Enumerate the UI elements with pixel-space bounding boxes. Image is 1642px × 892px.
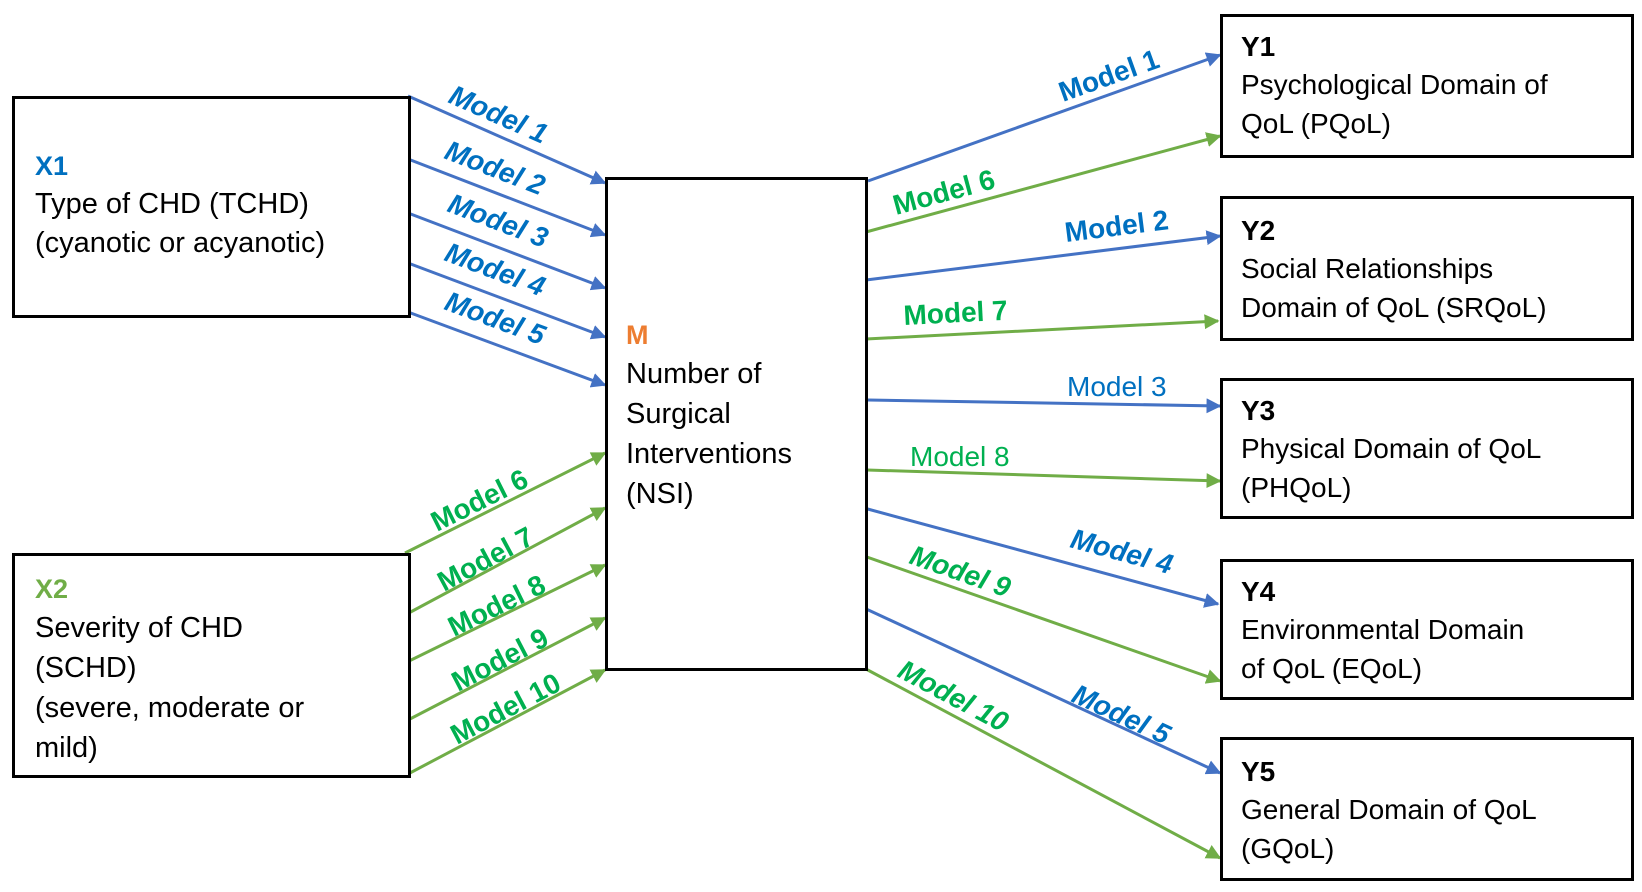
- edge-arrow-m-y4-9: [863, 554, 1222, 684]
- edge-arrow-m-y1-6: [865, 132, 1222, 234]
- edge-arrow-x2-m-9: [407, 616, 607, 722]
- edge-label-m-y2-7: Model 7: [903, 295, 1009, 331]
- node-y2-code: Y2: [1241, 215, 1276, 246]
- node-y4-label: Environmental Domain of QoL (EQoL): [1241, 614, 1525, 684]
- edge-arrow-m-y1-1: [867, 52, 1222, 183]
- edge-label-m-y3-3: Model 3: [1067, 371, 1167, 402]
- node-y4-code: Y4: [1241, 576, 1276, 607]
- node-x1-type-of-chd: X1 Type of CHD (TCHD) (cyanotic or acyan…: [12, 96, 411, 318]
- edge-arrow-x1-m-2: [407, 157, 607, 238]
- edge-arrow-m-y5-5: [863, 606, 1222, 775]
- node-y5-general-domain: Y5 General Domain of QoL (GQoL): [1220, 737, 1634, 881]
- node-y4-environmental-domain: Y4 Environmental Domain of QoL (EQoL): [1220, 559, 1634, 700]
- node-y1-code: Y1: [1241, 31, 1276, 62]
- node-y2-label: Social Relationships Domain of QoL (SRQo…: [1241, 253, 1547, 323]
- node-m-label: Number of Surgical Interventions (NSI): [626, 358, 793, 510]
- node-y2-social-relationships-domain: Y2 Social Relationships Domain of QoL (S…: [1220, 196, 1634, 341]
- edge-label-m-y3-8: Model 8: [910, 441, 1010, 472]
- node-m-code: M: [626, 320, 649, 350]
- node-x2-label: Severity of CHD (SCHD) (severe, moderate…: [35, 612, 305, 764]
- edge-arrow-x2-m-8: [404, 563, 607, 665]
- edge-label-m-y1-1: Model 1: [1055, 43, 1164, 107]
- edge-arrow-x1-m-3: [407, 211, 607, 291]
- node-y5-label: General Domain of QoL (GQoL): [1241, 794, 1537, 864]
- edge-arrow-x1-m-1: [407, 94, 607, 185]
- edge-label-m-y4-4: Model 4: [1067, 523, 1176, 580]
- node-x1-code: X1: [35, 151, 69, 181]
- edge-arrow-m-y3-8: [866, 468, 1222, 489]
- node-x2-severity-of-chd: X2 Severity of CHD (SCHD) (severe, moder…: [12, 553, 411, 778]
- node-m-number-of-surgical-interventions: M Number of Surgical Interventions (NSI): [605, 177, 868, 671]
- edge-arrow-m-y4-4: [863, 506, 1220, 608]
- node-x1-label: Type of CHD (TCHD) (cyanotic or acyanoti…: [35, 188, 326, 259]
- node-y3-code: Y3: [1241, 395, 1276, 426]
- edge-label-m-y4-9: Model 9: [906, 539, 1015, 603]
- node-y3-label: Physical Domain of QoL (PHQoL): [1241, 433, 1542, 503]
- node-y3-physical-domain: Y3 Physical Domain of QoL (PHQoL): [1220, 378, 1634, 519]
- node-y1-label: Psychological Domain of QoL (PQoL): [1241, 69, 1548, 139]
- edge-label-m-y2-2: Model 2: [1063, 204, 1170, 248]
- edge-label-m-y5-5: Model 5: [1067, 678, 1175, 750]
- edge-arrow-m-y2-2: [865, 230, 1222, 282]
- edge-arrow-x2-m-10: [407, 668, 607, 776]
- edge-arrow-m-y5-10: [863, 666, 1222, 860]
- edge-arrow-x1-m-4: [407, 261, 607, 340]
- edge-arrow-m-y3-3: [867, 398, 1222, 414]
- edge-label-m-y5-10: Model 10: [893, 654, 1014, 738]
- edge-arrow-x1-m-5: [407, 310, 607, 388]
- node-y5-code: Y5: [1241, 756, 1276, 787]
- node-y1-psychological-domain: Y1 Psychological Domain of QoL (PQoL): [1220, 14, 1634, 158]
- edge-arrow-m-y2-7: [865, 314, 1220, 341]
- edge-arrow-x2-m-6: [404, 451, 607, 555]
- node-x2-code: X2: [35, 574, 69, 604]
- edge-arrow-x2-m-7: [404, 506, 607, 617]
